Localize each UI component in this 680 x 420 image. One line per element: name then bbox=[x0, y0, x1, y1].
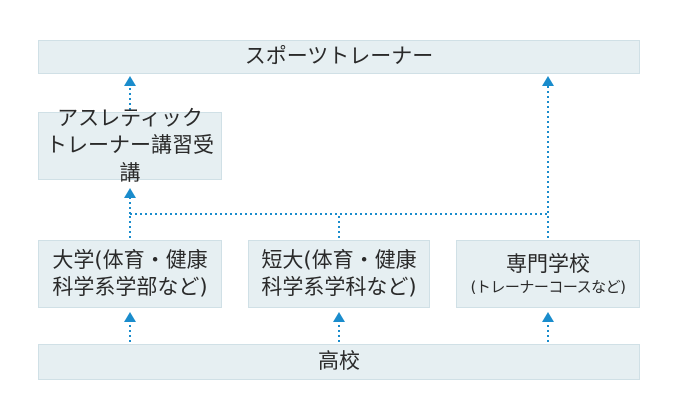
node-sports-trainer: スポーツトレーナー bbox=[38, 40, 640, 74]
node-university-line-2: 科学系学部など) bbox=[52, 275, 208, 299]
node-sports-trainer-line-1: スポーツトレーナー bbox=[244, 44, 434, 69]
arrowhead-sports-trainer-left bbox=[124, 76, 136, 86]
node-vocational-line-1: 専門学校 bbox=[506, 251, 590, 276]
arrowhead-athletic-course bbox=[124, 188, 136, 198]
node-high-school-line-1: 高校 bbox=[318, 349, 360, 374]
arrowhead-sports-trainer-right bbox=[542, 76, 554, 86]
node-vocational: 専門学校 (トレーナーコースなど) bbox=[456, 240, 640, 308]
node-junior-college-line-2: 科学系学科など) bbox=[261, 275, 417, 299]
node-athletic-course-line-1: アスレティック bbox=[57, 106, 203, 131]
node-vocational-line-2: (トレーナーコースなど) bbox=[470, 277, 626, 296]
node-junior-college-line-1: 短大(体育・健康 bbox=[261, 247, 417, 272]
node-athletic-course-line-2: トレーナー講習受講 bbox=[46, 133, 214, 185]
arrowhead-vocational bbox=[542, 312, 554, 322]
node-junior-college: 短大(体育・健康 科学系学科など) bbox=[248, 240, 430, 308]
node-athletic-course: アスレティック トレーナー講習受講 bbox=[38, 106, 222, 185]
node-university: 大学(体育・健康 科学系学部など) bbox=[38, 240, 222, 308]
arrowhead-junior-college bbox=[333, 312, 345, 322]
arrowhead-university bbox=[124, 312, 136, 322]
node-university-line-1: 大学(体育・健康 bbox=[52, 247, 208, 272]
node-high-school: 高校 bbox=[38, 344, 640, 380]
